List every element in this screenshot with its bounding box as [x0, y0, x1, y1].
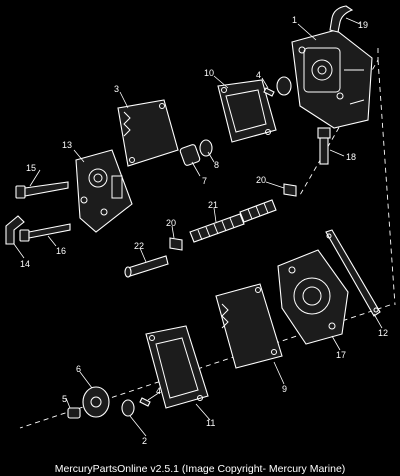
copyright-caption: MercuryPartsOnline v2.5.1 (Image Copyrig… — [0, 462, 400, 476]
part-7-spring — [179, 144, 201, 166]
part-4-screw-lower — [139, 397, 151, 407]
part-12-strip-gasket — [325, 229, 381, 317]
callout-1: 1 — [292, 15, 297, 25]
callout-4-lower: 4 — [156, 386, 161, 396]
part-13-pump-cover — [75, 149, 133, 233]
callout-11: 11 — [206, 418, 215, 428]
callout-14: 14 — [20, 259, 30, 269]
callout-3: 3 — [114, 84, 119, 94]
callout-5: 5 — [62, 394, 67, 404]
part-16-bolt — [19, 223, 71, 242]
callout-17: 17 — [336, 350, 346, 360]
part-21-filter-springs — [189, 199, 277, 243]
callout-16: 16 — [56, 246, 66, 256]
part-10-gasket — [217, 79, 277, 143]
callout-19: 19 — [358, 20, 368, 30]
callout-15: 15 — [26, 163, 36, 173]
part-2-disc-upper — [276, 76, 292, 96]
callout-7: 7 — [202, 176, 207, 186]
callout-6: 6 — [76, 364, 81, 374]
part-20-clip-lower — [169, 237, 183, 251]
callout-2: 2 — [142, 436, 147, 446]
callout-4-upper: 4 — [256, 70, 261, 80]
part-11-gasket — [145, 325, 209, 409]
part-3-diaphragm — [117, 99, 179, 167]
callout-9: 9 — [282, 384, 287, 394]
callout-18: 18 — [346, 152, 356, 162]
callout-20-lower: 20 — [166, 218, 176, 228]
part-8-cap — [199, 139, 213, 157]
callout-13: 13 — [62, 140, 72, 150]
part-6-check-valve — [82, 386, 110, 418]
part-17-housing — [277, 249, 349, 345]
leader-lines — [13, 17, 383, 437]
part-2-disc-lower — [121, 399, 135, 417]
callout-20-upper: 20 — [256, 175, 266, 185]
part-20-clip-upper — [283, 183, 297, 197]
part-22-tube — [124, 255, 169, 278]
part-19-elbow-fitting — [329, 5, 354, 33]
part-15-bolt — [15, 181, 69, 199]
callout-22: 22 — [134, 241, 144, 251]
assembly-guide-right — [377, 59, 396, 306]
part-5-retainer — [67, 407, 81, 419]
callout-10: 10 — [204, 68, 214, 78]
part-18-fitting — [317, 127, 331, 165]
part-1-pump-body — [291, 29, 373, 129]
part-14-elbow — [5, 215, 25, 245]
part-4-screw-upper — [263, 87, 275, 97]
callout-8: 8 — [214, 160, 219, 170]
callout-21: 21 — [208, 200, 218, 210]
part-9-diaphragm — [215, 283, 283, 369]
callout-12: 12 — [378, 328, 388, 338]
